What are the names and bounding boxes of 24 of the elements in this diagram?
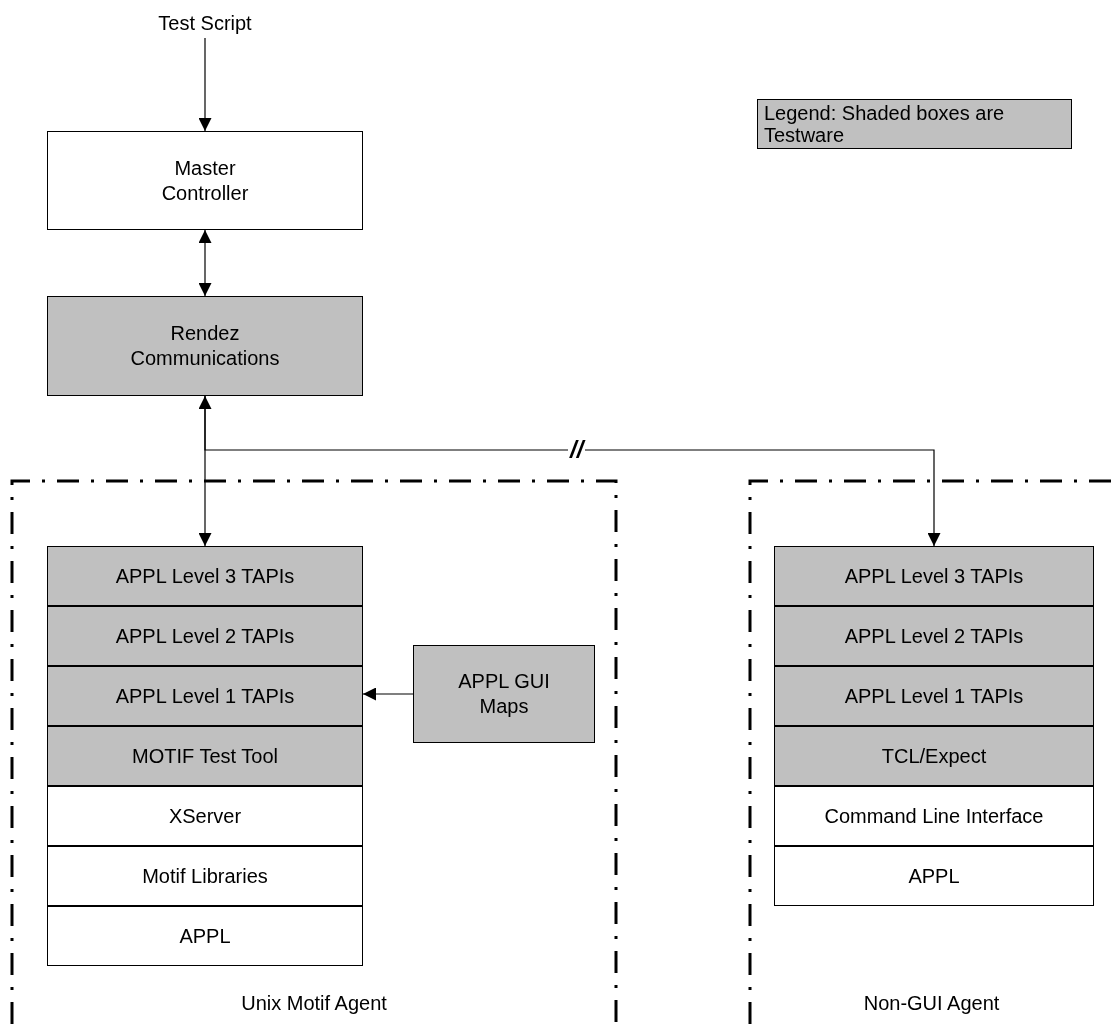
arrow <box>204 395 941 547</box>
component-box: Master Controller <box>47 131 363 230</box>
legend-box: Legend: Shaded boxes are Testware <box>757 99 1072 149</box>
text-label: Test Script <box>158 10 252 36</box>
component-box: XServer <box>47 786 363 846</box>
component-box: APPL <box>774 846 1094 906</box>
component-box: Command Line Interface <box>774 786 1094 846</box>
region-title: Non-GUI Agent <box>862 991 1001 1016</box>
component-box: Motif Libraries <box>47 846 363 906</box>
component-box: APPL Level 2 TAPIs <box>774 606 1094 666</box>
component-box: APPL <box>47 906 363 966</box>
arrow <box>198 37 212 132</box>
component-box: APPL Level 3 TAPIs <box>47 546 363 606</box>
component-box: APPL Level 1 TAPIs <box>47 666 363 726</box>
region-title: Unix Motif Agent <box>240 991 388 1016</box>
component-box: APPL Level 2 TAPIs <box>47 606 363 666</box>
component-box: TCL/Expect <box>774 726 1094 786</box>
component-box: APPL Level 3 TAPIs <box>774 546 1094 606</box>
component-box: APPL GUI Maps <box>413 645 595 743</box>
component-box: MOTIF Test Tool <box>47 726 363 786</box>
component-box: Rendez Communications <box>47 296 363 396</box>
arrow <box>198 229 212 297</box>
component-box: APPL Level 1 TAPIs <box>774 666 1094 726</box>
arrow <box>362 687 414 701</box>
